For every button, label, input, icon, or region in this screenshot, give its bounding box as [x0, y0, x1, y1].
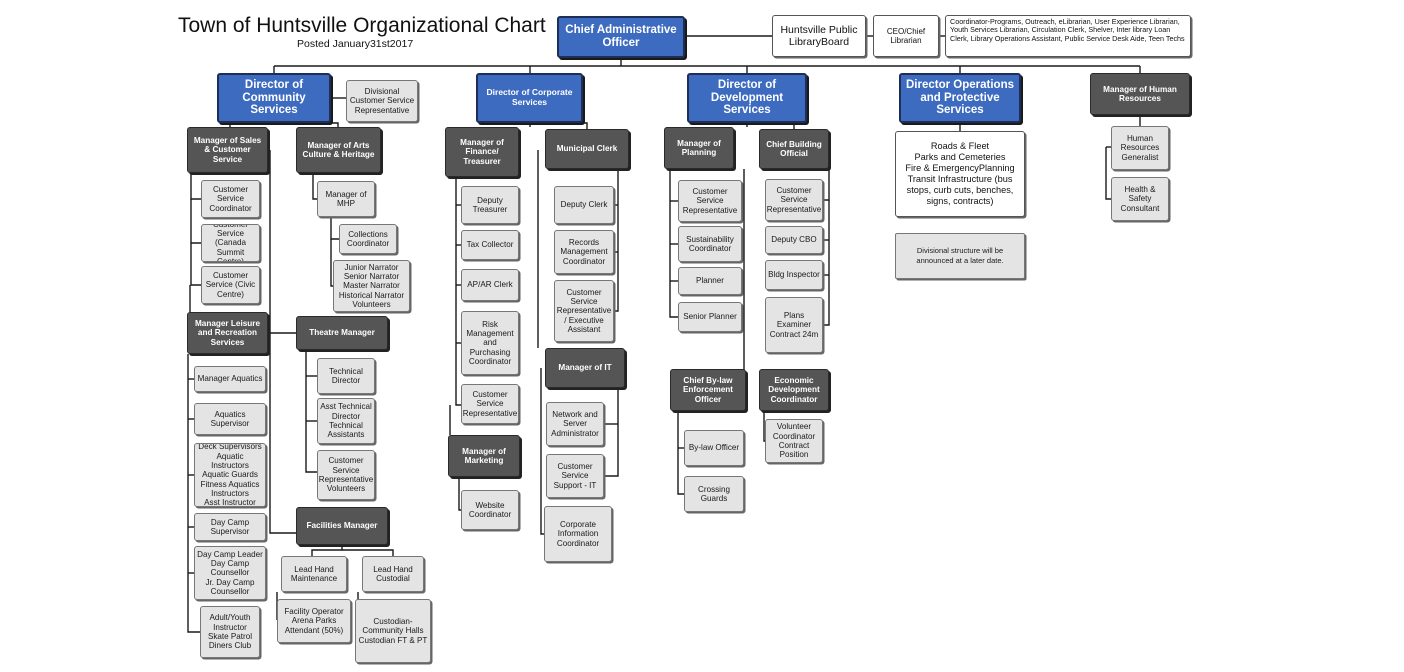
connector-line: [614, 169, 619, 312]
ceo-chief-librarian[interactable]: CEO/Chief Librarian: [873, 15, 939, 57]
crossing-guards[interactable]: Crossing Guards: [684, 476, 744, 512]
manager-sales-customer-service[interactable]: Manager of Sales & Customer Service: [187, 127, 268, 173]
day-camp-leader-group[interactable]: Day Camp Leader Day Camp Counsellor Jr. …: [194, 546, 266, 600]
custodian-group[interactable]: Custodian- Community Halls Custodian FT …: [355, 599, 431, 663]
director-development-services[interactable]: Director of Development Services: [687, 73, 807, 123]
connector-line: [823, 169, 830, 201]
posted-date: Posted January31st2017: [297, 38, 414, 50]
manager-of-planning[interactable]: Manager of Planning: [664, 127, 734, 169]
finance-csr[interactable]: Customer Service Representative: [461, 384, 519, 424]
records-management-coordinator[interactable]: Records Management Coordinator: [554, 230, 614, 274]
planner[interactable]: Planner: [678, 267, 742, 295]
connector-line: [305, 350, 317, 473]
connector-line: [190, 243, 201, 286]
deputy-clerk[interactable]: Deputy Clerk: [554, 186, 614, 224]
corporate-information-coordinator[interactable]: Corporate Information Coordinator: [544, 506, 612, 562]
manager-arts-culture-heritage[interactable]: Manager of Arts Culture & Heritage: [296, 127, 381, 173]
lead-hand-maintenance[interactable]: Lead Hand Maintenance: [281, 556, 347, 592]
adult-youth-instructor-group[interactable]: Adult/Youth Instructor Skate Patrol Dine…: [200, 606, 260, 658]
facility-operator-group[interactable]: Facility Operator Arena Parks Attendant …: [277, 599, 351, 643]
library-staff-list[interactable]: Coordinator-Programs, Outreach, eLibrari…: [945, 15, 1191, 57]
website-coordinator[interactable]: Website Coordinator: [461, 490, 519, 530]
senior-planner[interactable]: Senior Planner: [678, 302, 742, 332]
operations-divisions-list[interactable]: Roads & Fleet Parks and Cemeteries Fire …: [895, 131, 1025, 217]
human-resources-generalist[interactable]: Human Resources Generalist: [1111, 126, 1169, 170]
director-operations-protective-services[interactable]: Director Operations and Protective Servi…: [899, 73, 1021, 123]
narrators-volunteers[interactable]: Junior Narrator Senior Narrator Master N…: [333, 260, 410, 312]
planning-csr[interactable]: Customer Service Representative: [678, 180, 742, 222]
clerk-csr-executive-assistant[interactable]: Customer Service Representative / Execut…: [554, 280, 614, 342]
theatre-manager[interactable]: Theatre Manager: [296, 316, 388, 350]
connector-line: [190, 173, 201, 200]
volunteer-coordinator[interactable]: Volunteer Coordinator Contract Position: [765, 419, 823, 463]
facilities-manager[interactable]: Facilities Manager: [296, 507, 388, 545]
bldg-inspector[interactable]: Bldg Inspector: [765, 260, 823, 290]
connector-line: [669, 169, 678, 318]
connector-line: [190, 199, 201, 244]
tax-collector[interactable]: Tax Collector: [461, 230, 519, 260]
ap-ar-clerk[interactable]: AP/AR Clerk: [461, 269, 519, 301]
customer-service-civic-centre[interactable]: Customer Service (Civic Centre): [201, 266, 260, 304]
asst-technical-director[interactable]: Asst Technical Director Technical Assist…: [317, 398, 375, 444]
director-corporate-services[interactable]: Director of Corporate Services: [476, 73, 583, 123]
bylaw-officer[interactable]: By-law Officer: [684, 430, 744, 466]
connector-line: [330, 217, 339, 240]
plans-examiner[interactable]: Plans Examiner Contract 24m: [765, 297, 823, 353]
manager-leisure-recreation[interactable]: Manager Leisure and Recreation Services: [187, 312, 268, 354]
connector-line: [311, 545, 343, 556]
building-csr[interactable]: Customer Service Representative: [765, 179, 823, 221]
chief-bylaw-enforcement-officer[interactable]: Chief By-law Enforcement Officer: [670, 369, 746, 411]
chief-administrative-officer[interactable]: Chief Administrative Officer: [557, 16, 685, 58]
aquatics-supervisor[interactable]: Aquatics Supervisor: [194, 403, 266, 435]
manager-aquatics[interactable]: Manager Aquatics: [194, 366, 266, 392]
deck-supervisors-group[interactable]: Deck Supervisors Aquatic Instructors Aqu…: [194, 443, 266, 507]
chart-title: Town of Huntsville Organizational Chart: [178, 14, 546, 37]
manager-of-it[interactable]: Manager of IT: [545, 348, 625, 388]
collections-coordinator[interactable]: Collections Coordinator: [339, 224, 397, 254]
deputy-cbo[interactable]: Deputy CBO: [765, 226, 823, 254]
customer-service-support-it[interactable]: Customer Service Support - IT: [546, 454, 604, 498]
sustainability-coordinator[interactable]: Sustainability Coordinator: [678, 226, 742, 262]
customer-service-coordinator[interactable]: Customer Service Coordinator: [201, 180, 260, 218]
connector-line: [604, 388, 619, 477]
chief-building-official[interactable]: Chief Building Official: [759, 129, 829, 169]
connector-line: [269, 150, 296, 534]
health-safety-consultant[interactable]: Health & Safety Consultant: [1111, 177, 1169, 221]
deputy-treasurer[interactable]: Deputy Treasurer: [461, 186, 519, 224]
connector-line: [823, 200, 830, 326]
network-server-administrator[interactable]: Network and Server Administrator: [546, 402, 604, 446]
lead-hand-custodial[interactable]: Lead Hand Custodial: [362, 556, 424, 592]
director-community-services[interactable]: Director of Community Services: [217, 73, 331, 123]
municipal-clerk[interactable]: Municipal Clerk: [545, 129, 629, 169]
manager-human-resources[interactable]: Manager of Human Resources: [1090, 73, 1190, 115]
customer-service-canada-summit[interactable]: Customer Service (Canada Summit Centre): [201, 224, 260, 262]
manager-of-marketing[interactable]: Manager of Marketing: [448, 435, 520, 477]
manager-of-mhp[interactable]: Manager of MHP: [317, 181, 375, 217]
library-board[interactable]: Huntsville Public LibraryBoard: [772, 15, 866, 57]
day-camp-supervisor[interactable]: Day Camp Supervisor: [194, 513, 266, 541]
divisional-csr[interactable]: Divisional Customer Service Representati…: [346, 80, 418, 122]
technical-director[interactable]: Technical Director: [317, 358, 375, 394]
manager-finance-treasurer[interactable]: Manager of Finance/ Treasurer: [445, 127, 519, 177]
risk-management-coordinator[interactable]: Risk Management and Purchasing Coordinat…: [461, 311, 519, 375]
economic-development-coordinator[interactable]: Economic Development Coordinator: [759, 369, 829, 411]
operations-structure-note[interactable]: Divisional structure will be announced a…: [895, 233, 1025, 279]
theatre-csr-volunteers[interactable]: Customer Service Representative Voluntee…: [317, 450, 375, 500]
